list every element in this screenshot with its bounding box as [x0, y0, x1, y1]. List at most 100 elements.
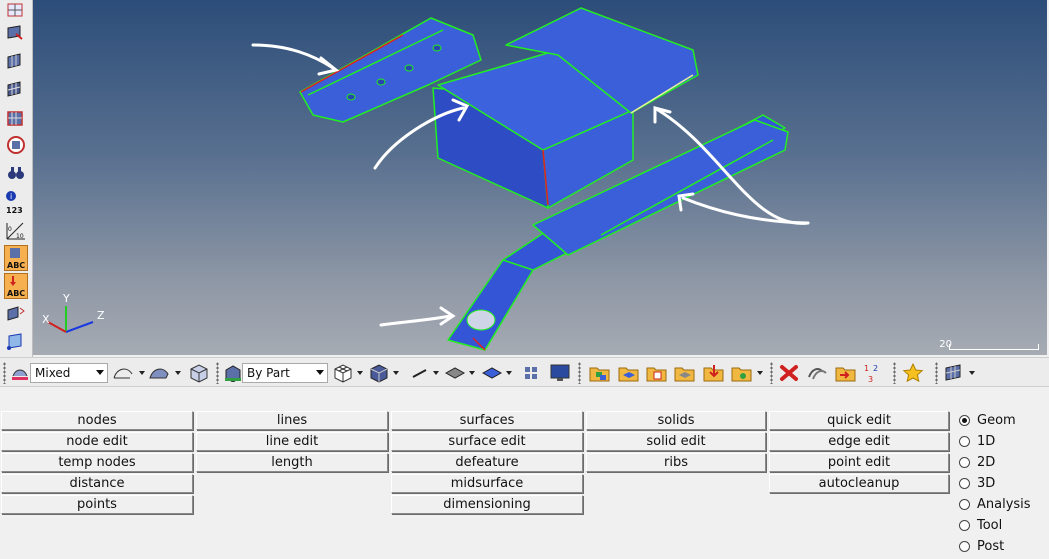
mesh-wire-cube-icon[interactable]	[332, 362, 363, 384]
display-mode-value: Mixed	[35, 366, 71, 380]
display-mode-dropdown[interactable]: Mixed	[30, 363, 108, 383]
mode-label: 1D	[977, 434, 996, 449]
svg-text:3: 3	[868, 375, 873, 384]
element-select-icon[interactable]	[4, 108, 28, 130]
nodes-button[interactable]: nodes	[1, 411, 193, 430]
color-mode-value: By Part	[247, 366, 290, 380]
mode-label: 3D	[977, 476, 996, 491]
point-edit-button[interactable]: point edit	[769, 453, 949, 472]
toolbar-separator	[216, 362, 219, 384]
plane-view-icon[interactable]	[4, 330, 28, 352]
edge-edit-button[interactable]: edge edit	[769, 432, 949, 451]
svg-text:10: 10	[16, 233, 24, 240]
toolbar-separator	[770, 362, 773, 384]
folder-isolate-icon[interactable]	[730, 362, 763, 384]
surface-edit-button[interactable]: surface edit	[391, 432, 583, 451]
radio-checked-icon	[959, 415, 970, 426]
node-edit-button[interactable]: node edit	[1, 432, 193, 451]
chevron-down-icon	[316, 370, 324, 375]
mode-radio-post[interactable]: Post	[956, 536, 1004, 557]
mode-radio-1d[interactable]: 1D	[956, 431, 995, 452]
mesh-shaded-cube-icon[interactable]	[368, 362, 399, 384]
shaded-surface-icon[interactable]	[148, 362, 181, 384]
svg-text:123: 123	[6, 206, 23, 215]
dimensioning-button[interactable]: dimensioning	[391, 495, 583, 514]
defeature-button[interactable]: defeature	[391, 453, 583, 472]
folder-shaded-icon[interactable]	[617, 362, 641, 384]
plate-element-icon[interactable]	[444, 362, 475, 384]
binoculars-icon[interactable]	[4, 162, 28, 184]
element-circle-icon[interactable]	[4, 134, 28, 156]
axis-label-y: Y	[63, 292, 70, 305]
mesh-view-options-icon[interactable]	[944, 362, 975, 384]
midsurface-button[interactable]: midsurface	[391, 474, 583, 493]
solid-edit-button[interactable]: solid edit	[586, 432, 766, 451]
geometry-model	[47, 7, 810, 351]
folder-grey-icon[interactable]	[673, 362, 697, 384]
ribs-button[interactable]: ribs	[586, 453, 766, 472]
delete-icon[interactable]	[778, 362, 800, 384]
ruler-measure-icon[interactable]: 0 10	[4, 218, 28, 244]
main-toolbar: Mixed By Part	[0, 357, 1049, 387]
grid-split-icon[interactable]	[522, 362, 540, 384]
mesh-shaded-icon[interactable]	[4, 50, 28, 72]
color-by-icon	[223, 362, 243, 384]
chevron-down-icon	[96, 370, 104, 375]
mesh-rotate-icon[interactable]	[4, 302, 28, 324]
geom-panel: nodes node edit temp nodes distance poin…	[0, 409, 950, 559]
wireframe-surface-icon[interactable]	[112, 362, 145, 384]
color-mode-dropdown[interactable]: By Part	[242, 363, 328, 383]
svg-text:0: 0	[8, 226, 12, 233]
line-element-icon[interactable]	[410, 362, 439, 384]
mode-label: Analysis	[977, 497, 1031, 512]
mode-radio-3d[interactable]: 3D	[956, 473, 995, 494]
mode-radio-analysis[interactable]: Analysis	[956, 494, 1031, 515]
mesh-red-arrow-icon[interactable]	[4, 22, 28, 44]
surfaces-stack-icon[interactable]	[806, 362, 830, 384]
points-button[interactable]: points	[1, 495, 193, 514]
folder-download-icon[interactable]	[702, 362, 726, 384]
folder-mixed-icon[interactable]	[588, 362, 612, 384]
solid-box-icon[interactable]	[188, 362, 210, 384]
surfaces-button[interactable]: surfaces	[391, 411, 583, 430]
line-edit-button[interactable]: line edit	[196, 432, 388, 451]
label-abc-icon[interactable]: ABC	[4, 245, 28, 271]
toolbar-separator	[935, 362, 938, 384]
solids-button[interactable]: solids	[586, 411, 766, 430]
radio-unchecked-icon	[959, 499, 970, 510]
radio-unchecked-icon	[959, 520, 970, 531]
monitor-icon[interactable]	[549, 362, 571, 384]
mode-label: Post	[977, 539, 1005, 554]
radio-unchecked-icon	[959, 436, 970, 447]
mode-radio-2d[interactable]: 2D	[956, 452, 995, 473]
folder-hidden-icon[interactable]	[645, 362, 669, 384]
length-button[interactable]: length	[196, 453, 388, 472]
mesh-view-icon[interactable]	[4, 0, 28, 22]
graphics-viewport[interactable]: Y X Z 20	[33, 0, 1047, 355]
axis-label-x: X	[42, 313, 50, 326]
folder-red-arrow-icon[interactable]	[834, 362, 858, 384]
autocleanup-button[interactable]: autocleanup	[769, 474, 949, 493]
scale-bar-label: 20	[939, 339, 952, 350]
toolbar-separator	[893, 362, 896, 384]
radio-unchecked-icon	[959, 457, 970, 468]
lines-button[interactable]: lines	[196, 411, 388, 430]
temp-nodes-button[interactable]: temp nodes	[1, 453, 193, 472]
scale-bar	[949, 344, 1039, 350]
label-abc-red-icon[interactable]: ABC	[4, 273, 28, 299]
mode-radio-geom[interactable]: Geom	[956, 410, 1016, 431]
plate-shaded-icon[interactable]	[481, 362, 512, 384]
axis-label-z: Z	[97, 309, 105, 322]
mesh-wire-icon[interactable]	[4, 78, 28, 100]
distance-button[interactable]: distance	[1, 474, 193, 493]
svg-text:ABC: ABC	[7, 261, 25, 270]
radio-unchecked-icon	[959, 541, 970, 552]
svg-text:ABC: ABC	[7, 289, 25, 298]
svg-text:1: 1	[864, 364, 869, 373]
mode-label: 2D	[977, 455, 996, 470]
quick-edit-button[interactable]: quick edit	[769, 411, 949, 430]
mode-radio-tool[interactable]: Tool	[956, 515, 1002, 536]
star-icon[interactable]	[902, 362, 924, 384]
